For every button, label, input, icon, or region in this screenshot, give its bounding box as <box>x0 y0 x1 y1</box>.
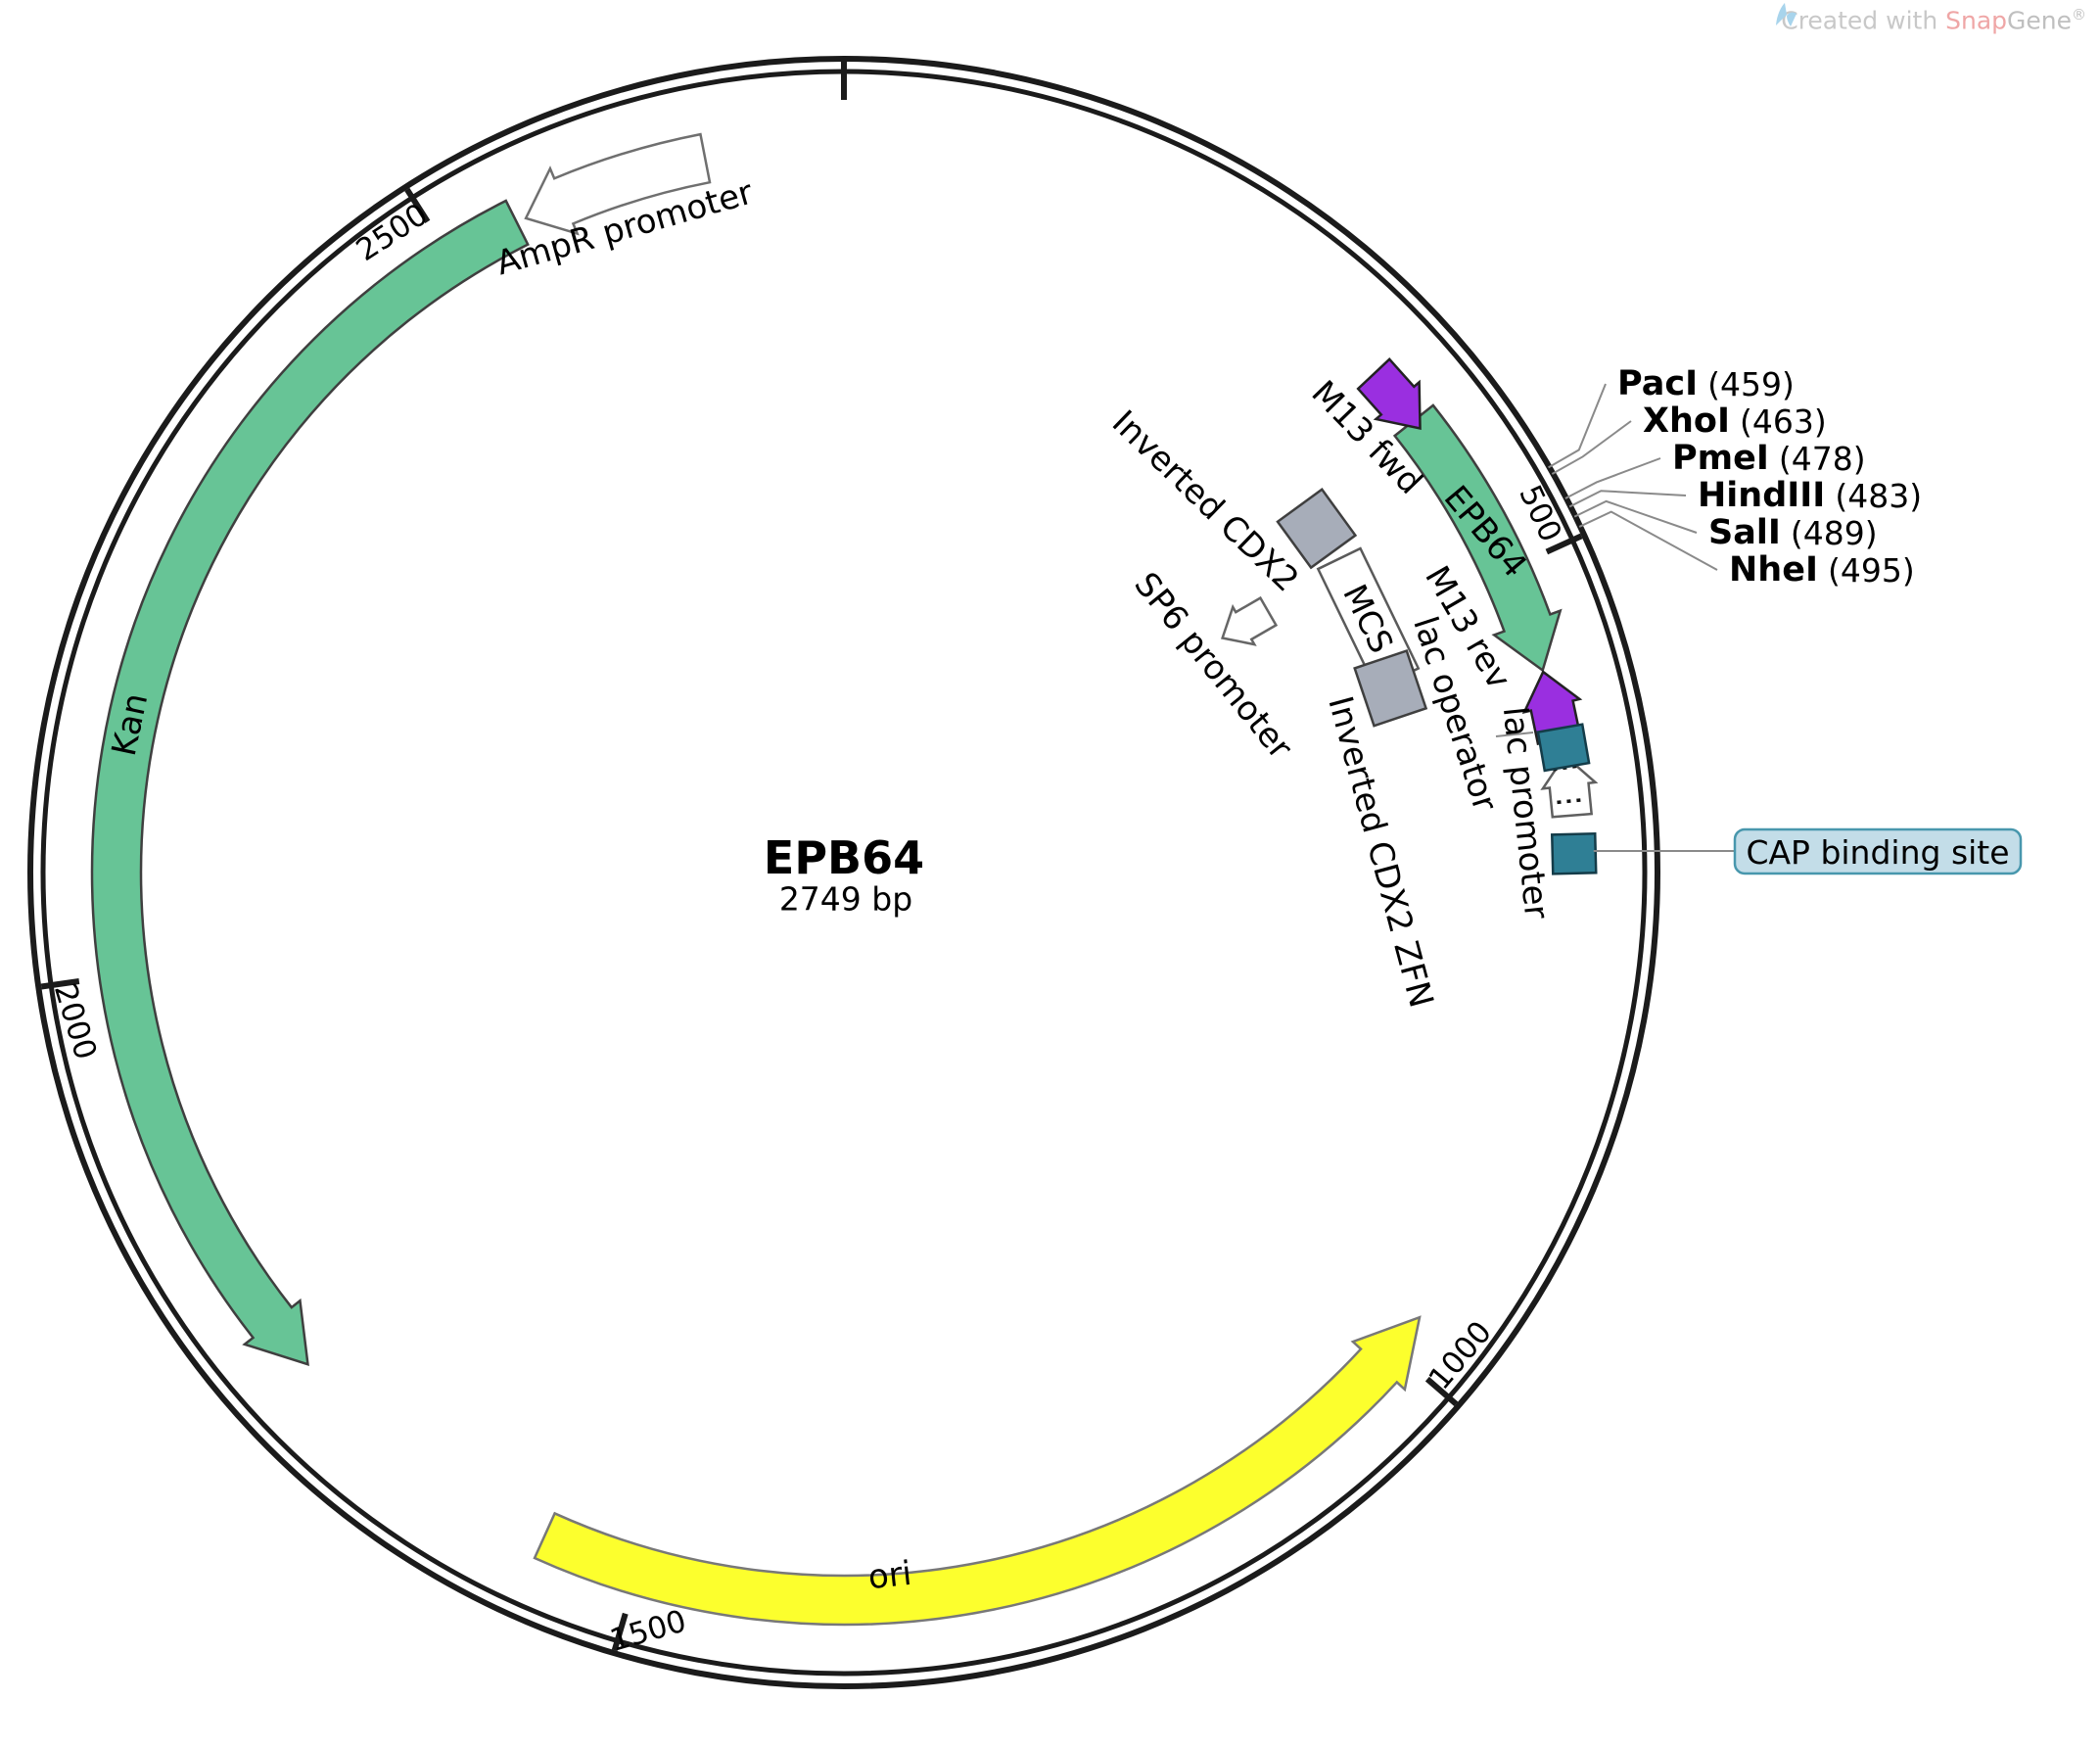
cap-binding-site-callout[interactable] <box>1733 827 2023 875</box>
label-inverted-cdx2[interactable]: Inverted CDX2 <box>1104 402 1306 599</box>
primer-m13-rev[interactable] <box>1521 670 1583 745</box>
feature-sp6-promoter[interactable] <box>1212 592 1280 656</box>
inverted-cdx2-box[interactable] <box>1276 488 1358 570</box>
label-sp6-promoter[interactable]: SP6 promoter <box>1126 565 1299 767</box>
enzyme-NheI[interactable]: NheI(495) <box>1729 550 1915 590</box>
tick-2000 <box>40 978 80 990</box>
plasmid-title: EPB64 <box>764 831 924 884</box>
tick-500 <box>1545 533 1583 555</box>
enzyme-HindIII[interactable]: HindIII(483) <box>1698 476 1922 515</box>
feature-ampr-promoter[interactable] <box>524 132 712 236</box>
tick-2500 <box>404 187 431 223</box>
lac-operator-line <box>1495 732 1534 737</box>
plasmid-size: 2749 bp <box>779 880 912 919</box>
lac-operator-box[interactable] <box>1536 723 1591 773</box>
lac-promoter-dotted-line-0 <box>1557 797 1585 805</box>
enzyme-XhoI[interactable]: XhoI(463) <box>1643 402 1827 441</box>
feature-lac-promoter[interactable] <box>1540 753 1599 819</box>
cap-binding-site-box[interactable] <box>1550 831 1598 875</box>
watermark-registered-mark: ® <box>2072 6 2086 24</box>
watermark-text: Created with <box>1781 6 1946 35</box>
feature-cap-binding-site[interactable] <box>1550 831 1598 875</box>
feature-inverted-cdx2[interactable] <box>1276 488 1358 570</box>
label-ori[interactable]: ori <box>866 1554 913 1597</box>
cap-binding-site-label: CAP binding site <box>1746 833 2009 872</box>
enzyme-line-PmeI <box>1564 457 1661 499</box>
enzyme-line-PacI <box>1548 383 1607 469</box>
snapgene-watermark: Created with SnapGene® <box>1773 2 2086 33</box>
enzyme-PmeI[interactable]: PmeI(478) <box>1672 439 1866 478</box>
watermark-brand-gene: Gene <box>2007 6 2072 35</box>
watermark-brand-snap: Snap <box>1945 6 2008 35</box>
enzyme-line-SalI <box>1573 499 1698 534</box>
enzyme-line-NheI <box>1578 510 1718 571</box>
tick-1000 <box>1424 1376 1459 1407</box>
enzyme-line-XhoI <box>1551 420 1632 475</box>
primer-m13-fwd[interactable] <box>1356 357 1422 431</box>
feature-inverted-cdx2-zfn[interactable] <box>1353 648 1428 728</box>
enzyme-SalI[interactable]: SalI(489) <box>1708 513 1878 552</box>
feature-kan[interactable] <box>90 199 530 1367</box>
enzyme-line-HindIII <box>1568 490 1687 508</box>
inverted-cdx2-zfn-box[interactable] <box>1353 648 1428 728</box>
tick-1500 <box>611 1612 629 1652</box>
feature-epb64[interactable] <box>1392 403 1563 673</box>
backbone-outer-ring <box>27 56 1660 1689</box>
feature-ori[interactable] <box>533 1315 1422 1627</box>
feature-lac-operator[interactable] <box>1536 723 1591 773</box>
label-inv-cdx2-zfn[interactable]: Inverted CDX2 ZFN <box>1320 692 1440 1012</box>
enzyme-PacI[interactable]: PacI(459) <box>1617 364 1795 403</box>
